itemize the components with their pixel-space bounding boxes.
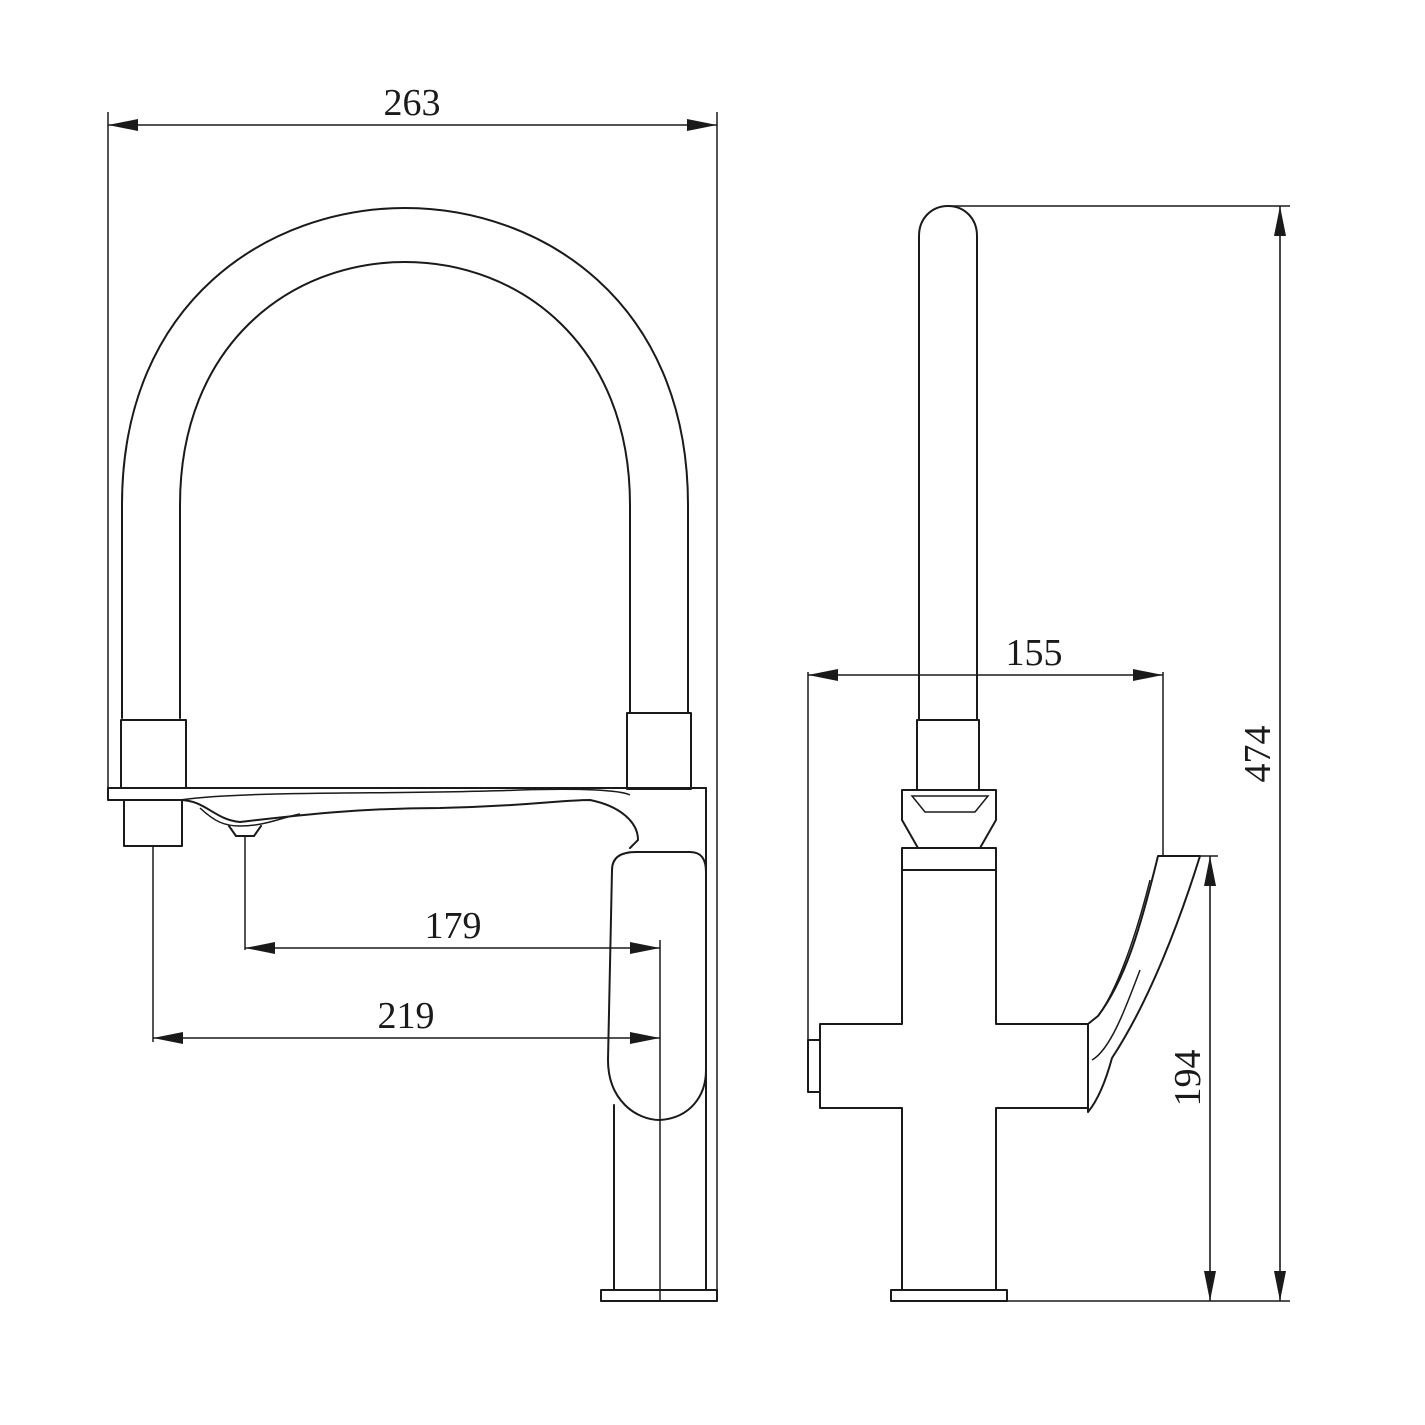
left-hose-sleeve [120, 719, 187, 789]
side-knob-cap [807, 1039, 821, 1093]
side-handle [1087, 855, 1201, 1113]
dim-194-arrow-top [1204, 856, 1216, 886]
dim-219-arrow-left [153, 1032, 183, 1044]
dim-179-label: 179 [425, 905, 482, 947]
spray-head [123, 799, 183, 847]
right-hose-sleeve [626, 712, 692, 790]
hose-outer-arc [121, 207, 689, 719]
body-lower [613, 1069, 707, 1291]
dim-263-arrow-left [108, 119, 138, 131]
dim-179-arrow-right [630, 942, 660, 954]
dim-219-label: 219 [378, 995, 435, 1037]
spout-bar-inner-line [179, 788, 631, 801]
side-body [819, 847, 1089, 1291]
dim-194-label: 194 [1167, 1050, 1209, 1107]
dim-155-label: 155 [1006, 632, 1063, 674]
front-base-plate [600, 1289, 718, 1302]
dim-155-arrow-right [1133, 669, 1163, 681]
side-view [807, 205, 1201, 1302]
side-base-plate [890, 1289, 1008, 1302]
dim-474-arrow-top [1274, 206, 1286, 236]
side-tube [918, 205, 978, 721]
aerator-nozzle [228, 825, 262, 837]
dim-219-arrow-right [630, 1032, 660, 1044]
dim-155-arrow-left [808, 669, 838, 681]
side-connector [901, 789, 997, 849]
side-tube-sleeve [916, 719, 980, 791]
dim-263-arrow-right [687, 119, 717, 131]
side-handle-inner [1091, 879, 1151, 1061]
body-outline [611, 787, 707, 1087]
side-connector-inner [910, 795, 990, 813]
dim-474-arrow-bottom [1274, 1271, 1286, 1301]
dim-194-arrow-bottom [1204, 1271, 1216, 1301]
dimension-lines: 263 179 219 155 474 194 [107, 82, 1290, 1302]
dim-179-arrow-left [245, 942, 275, 954]
front-view [107, 207, 718, 1302]
dim-474-label: 474 [1237, 726, 1279, 783]
spout-underside [199, 807, 301, 827]
handle-lever [607, 869, 707, 1121]
hose-inner-arc [179, 261, 631, 719]
dim-263-label: 263 [384, 82, 441, 124]
spout-bar-bottom [107, 787, 639, 849]
